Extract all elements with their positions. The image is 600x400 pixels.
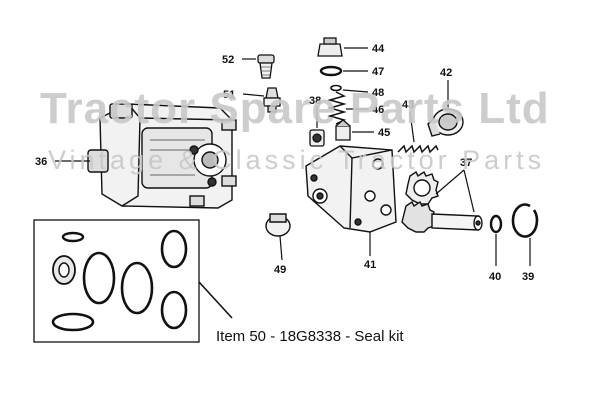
part-label-42: 42 bbox=[440, 67, 452, 79]
gears-37 bbox=[401, 170, 483, 233]
part-label-37: 37 bbox=[460, 157, 472, 169]
washer-48 bbox=[330, 84, 342, 92]
pump-body-36 bbox=[87, 103, 237, 209]
part-label-40: 40 bbox=[489, 271, 501, 283]
leader-51 bbox=[242, 93, 265, 97]
part-label-38: 38 bbox=[309, 95, 321, 107]
washer-47 bbox=[319, 65, 343, 77]
part-label-41: 41 bbox=[364, 259, 376, 271]
leader-49 bbox=[279, 235, 283, 261]
part-label-46: 46 bbox=[372, 104, 384, 116]
oring-small bbox=[61, 231, 85, 243]
oring-medium-2 bbox=[160, 290, 188, 330]
seal-kit-callout: Item 50 - 18G8338 - Seal kit bbox=[216, 328, 404, 345]
leader-37a bbox=[435, 169, 465, 195]
part-label-52: 52 bbox=[222, 54, 234, 66]
leader-37b bbox=[463, 169, 475, 213]
oring-large-2 bbox=[120, 261, 154, 315]
nipple-51 bbox=[263, 87, 281, 113]
part-label-43: 43 bbox=[402, 99, 414, 111]
part-label-36: 36 bbox=[35, 156, 47, 168]
watermark-subtitle: Vintage & Classic Tractor Parts bbox=[48, 145, 546, 175]
cap-nut-44 bbox=[317, 37, 343, 57]
plug-49 bbox=[265, 213, 291, 237]
valve-45 bbox=[335, 119, 351, 141]
part-label-48: 48 bbox=[372, 87, 384, 99]
spring-43 bbox=[397, 144, 439, 154]
part-label-51: 51 bbox=[223, 89, 235, 101]
plug-52 bbox=[257, 54, 275, 79]
pump-housing-41 bbox=[305, 145, 397, 233]
ball-38 bbox=[309, 129, 325, 147]
leader-48 bbox=[342, 89, 369, 93]
seal-kit-leader bbox=[198, 281, 233, 319]
part-label-47: 47 bbox=[372, 66, 384, 78]
leader-43 bbox=[409, 111, 415, 143]
cap-42 bbox=[427, 108, 464, 137]
part-label-44: 44 bbox=[372, 43, 385, 55]
watermark-title: Tractor Spare Parts Ltd bbox=[40, 84, 550, 133]
washer-40 bbox=[489, 214, 503, 234]
spring-46 bbox=[327, 91, 347, 125]
part-label-45: 45 bbox=[378, 127, 390, 139]
oring-large-1 bbox=[82, 251, 116, 305]
part-label-49: 49 bbox=[274, 264, 286, 276]
oring-flat bbox=[51, 312, 95, 332]
seal-kit-box bbox=[33, 219, 200, 343]
oring-medium-1 bbox=[160, 229, 188, 269]
part-label-39: 39 bbox=[522, 271, 534, 283]
circlip-39 bbox=[511, 203, 539, 238]
